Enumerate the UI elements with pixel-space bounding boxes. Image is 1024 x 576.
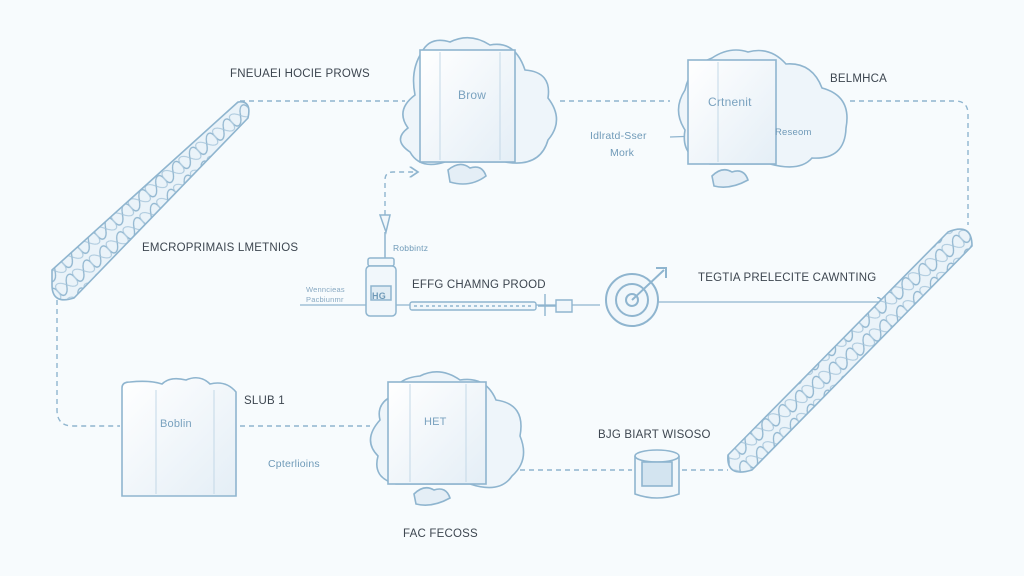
label-bottom-left-caption: Cpterlioins (268, 458, 320, 470)
label-center-process: EFFG CHAMNG PROOD (412, 279, 546, 291)
label-bottom-right: BJG BIART WISOSO (598, 429, 711, 441)
label-bottom-center: FAC FECOSS (403, 528, 478, 540)
node-label-brow: Brow (458, 88, 487, 102)
node-boblin-cube-icon (121, 376, 237, 497)
node-label-boblin: Boblin (160, 418, 192, 430)
target-arrow-icon (605, 267, 667, 327)
process-bar-icon (409, 294, 573, 316)
label-left-mid: EMCROPRIMAIS LMETNIOS (142, 242, 299, 254)
label-bottom-left-tag: SLUB 1 (244, 395, 285, 407)
braided-chain-left-icon (51, 101, 250, 301)
node-label-crtnenit: Crtnenit (708, 95, 752, 109)
label-top-left: FNEUAEI HOCIE PROWS (230, 68, 370, 80)
node-brow-cloud-cube-icon (399, 36, 558, 185)
connector-jar-to-brow (384, 172, 418, 215)
database-icon (634, 449, 680, 499)
node-label-het: HET (424, 416, 447, 428)
side-note-line1: Idlratd-Sser (590, 130, 647, 142)
node-het-cloud-cube-icon (369, 371, 525, 506)
connector-chain-left-to-boblin (56, 300, 120, 427)
label-top-right: BELMHCA (830, 73, 887, 85)
jar-top-note: Robbintz (393, 243, 429, 253)
inner-note: Reseom (775, 127, 812, 138)
label-right-mid: TEGTIA PRELECITE CAWNTING (698, 272, 877, 284)
jar-side-note-line2: Pacbiunmr (306, 295, 344, 304)
connector-crtnenit-to-chain-right (850, 100, 969, 225)
node-label-jar: HG (372, 291, 386, 301)
jar-side-note-line1: Wenncieas (306, 285, 345, 294)
jar-icon (365, 214, 397, 317)
side-note-line2: Mork (610, 147, 635, 159)
node-crtnenit-cloud-cube-icon (677, 49, 848, 188)
braided-chain-right-icon (727, 228, 973, 473)
connectors (56, 100, 969, 471)
